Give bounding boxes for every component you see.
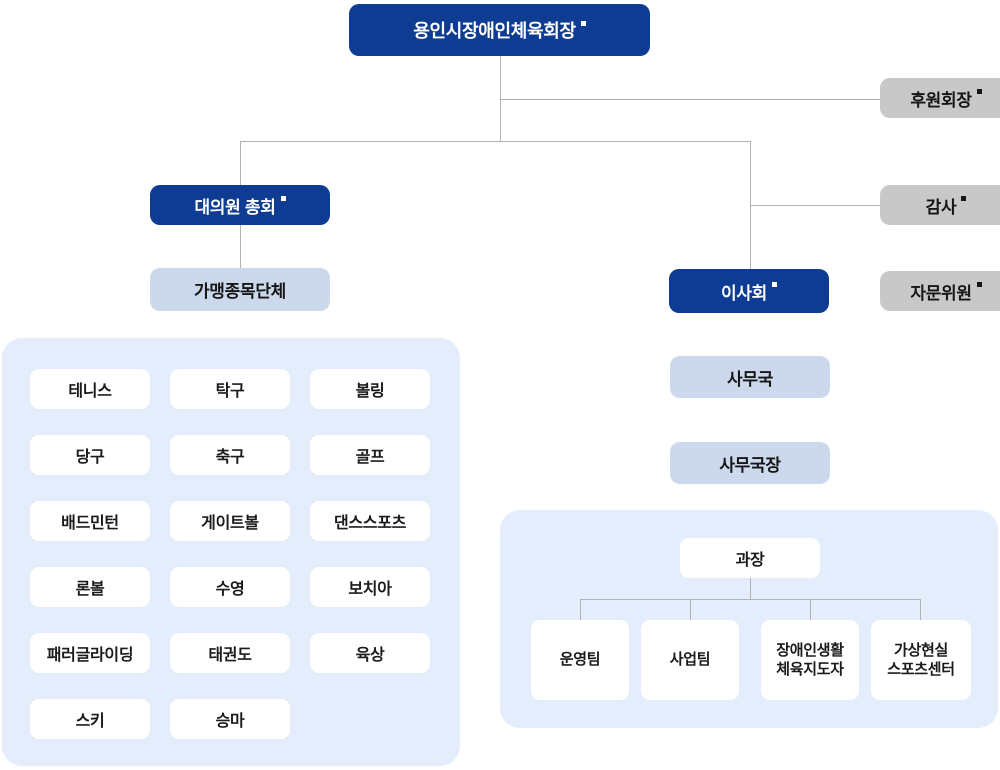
- sport-item-boccia: 보치아: [310, 567, 430, 607]
- sport-item-equestrian: 승마: [170, 699, 290, 739]
- connector-line: [580, 599, 581, 620]
- sport-item-football: 축구: [170, 435, 290, 475]
- sport-item-badminton: 배드민턴: [30, 501, 150, 541]
- node-advisory-committee-label: 자문위원: [910, 283, 972, 303]
- footnote-mark: [280, 195, 286, 201]
- footnote-mark: [976, 281, 982, 287]
- node-team-sports-instructors: 장애인생활 체육지도자: [761, 620, 859, 700]
- sport-item-ski: 스키: [30, 699, 150, 739]
- connector-line: [240, 141, 241, 185]
- node-auditor-label: 감사: [925, 197, 957, 217]
- connector-line: [240, 225, 241, 268]
- connector-line: [580, 599, 921, 600]
- sport-item-athletics: 육상: [310, 633, 430, 673]
- node-team-business: 사업팀: [641, 620, 739, 700]
- connector-line: [500, 56, 501, 141]
- connector-line: [920, 599, 921, 620]
- node-secretary-general-label: 사무국장: [719, 455, 781, 475]
- node-team-vr-sports-center: 가상현실 스포츠센터: [871, 620, 971, 700]
- office-panel: 과장 운영팀 사업팀 장애인생활 체육지도자 가상현실 스포츠센터: [500, 510, 998, 728]
- connector-line: [500, 99, 880, 100]
- sport-item-gateball: 게이트볼: [170, 501, 290, 541]
- sport-item-dancesport: 댄스스포츠: [310, 501, 430, 541]
- node-manager-label: 과장: [735, 552, 765, 569]
- node-delegate-assembly-label: 대의원 총회: [194, 197, 276, 217]
- footnote-mark: [580, 20, 586, 26]
- node-member-sports-orgs-label: 가맹종목단체: [193, 282, 287, 301]
- connector-line: [750, 205, 880, 206]
- node-delegate-assembly: 대의원 총회: [150, 185, 330, 225]
- sports-panel: 테니스 탁구 볼링 당구 축구 골프 배드민턴 게이트볼 댄스스포츠 론볼 수영…: [2, 338, 460, 766]
- node-secretary-general: 사무국장: [670, 442, 830, 484]
- node-advisory-committee: 자문위원: [880, 271, 1000, 311]
- connector-line: [240, 141, 751, 142]
- sport-item-golf: 골프: [310, 435, 430, 475]
- sport-item-billiards: 당구: [30, 435, 150, 475]
- sport-item-table-tennis: 탁구: [170, 369, 290, 409]
- node-board: 이사회: [669, 269, 829, 313]
- sport-item-paragliding: 패러글라이딩: [30, 633, 150, 673]
- node-secretariat-label: 사무국: [726, 369, 774, 389]
- node-secretariat: 사무국: [670, 356, 830, 398]
- node-member-sports-orgs: 가맹종목단체: [150, 268, 330, 311]
- node-president-label: 용인시장애인체육회장: [413, 21, 576, 41]
- node-auditor: 감사: [880, 185, 1000, 225]
- node-sponsor-chair-label: 후원회장: [910, 90, 972, 110]
- footnote-mark: [961, 195, 967, 201]
- connector-line: [750, 578, 751, 599]
- connector-line: [690, 599, 691, 620]
- node-board-label: 이사회: [720, 283, 768, 303]
- sport-item-bowling: 볼링: [310, 369, 430, 409]
- node-sponsor-chair: 후원회장: [880, 78, 1000, 118]
- footnote-mark: [976, 88, 982, 94]
- sport-item-swimming: 수영: [170, 567, 290, 607]
- connector-line: [810, 599, 811, 620]
- footnote-mark: [772, 281, 778, 287]
- sport-item-taekwondo: 태권도: [170, 633, 290, 673]
- node-president: 용인시장애인체육회장: [349, 4, 650, 56]
- sport-item-lawn-bowls: 론볼: [30, 567, 150, 607]
- sport-item-tennis: 테니스: [30, 369, 150, 409]
- node-team-operations: 운영팀: [531, 620, 629, 700]
- sports-grid: 테니스 탁구 볼링 당구 축구 골프 배드민턴 게이트볼 댄스스포츠 론볼 수영…: [2, 338, 460, 739]
- node-manager: 과장: [680, 538, 820, 578]
